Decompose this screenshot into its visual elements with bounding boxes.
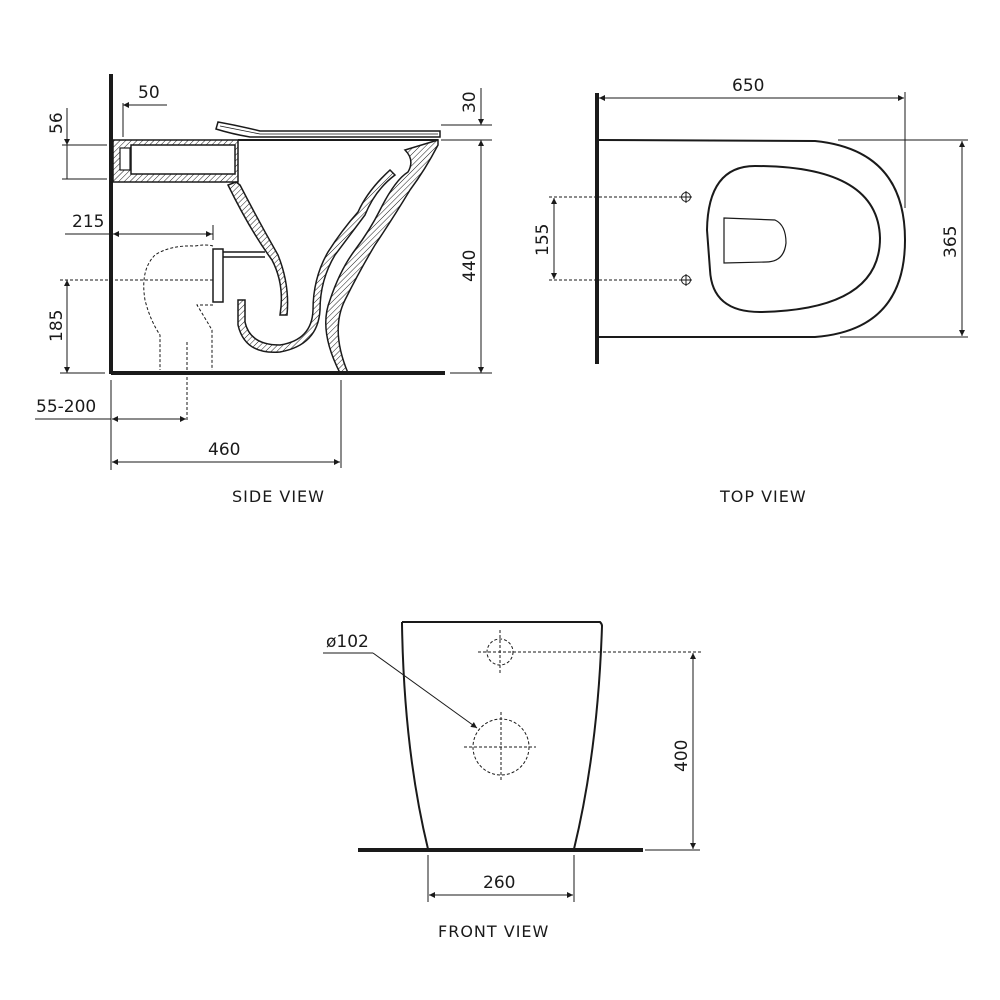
dim-400: 400 xyxy=(672,740,692,772)
side-view xyxy=(60,74,445,420)
front-view-dimensions xyxy=(323,652,700,902)
front-shell xyxy=(325,138,439,374)
dim-56: 56 xyxy=(47,112,67,134)
dim-185: 185 xyxy=(47,310,67,342)
front-view xyxy=(358,621,702,852)
front-view-title: FRONT VIEW xyxy=(438,922,549,941)
front-body-outline xyxy=(401,621,604,850)
seat-outline xyxy=(215,121,441,138)
fixing-hole-lower xyxy=(680,274,692,286)
dim-365: 365 xyxy=(941,226,961,258)
dim-440: 440 xyxy=(460,250,480,282)
dim-30: 30 xyxy=(460,91,480,113)
outlet-spigot xyxy=(212,248,224,303)
side-view-title: SIDE VIEW xyxy=(232,487,325,506)
fixing-hole-upper xyxy=(680,191,692,203)
dim-55-200: 55-200 xyxy=(36,397,96,417)
dim-650: 650 xyxy=(732,76,764,96)
dim-50: 50 xyxy=(138,83,160,103)
waterway-outline xyxy=(723,217,787,264)
top-view-dimensions xyxy=(551,92,968,338)
bowl-outline xyxy=(705,164,882,314)
outlet-circle-dashed xyxy=(464,712,536,782)
dim-outlet-diameter: ø102 xyxy=(326,632,369,652)
dim-215: 215 xyxy=(72,212,104,232)
side-view-dimensions xyxy=(35,88,492,470)
pan-collar-dashed xyxy=(143,244,214,370)
dim-460: 460 xyxy=(208,440,240,460)
pan-outline xyxy=(598,139,907,338)
dim-260: 260 xyxy=(483,873,515,893)
top-view-title: TOP VIEW xyxy=(719,487,807,506)
trap-outline xyxy=(226,181,289,316)
top-view xyxy=(549,93,907,364)
dim-155: 155 xyxy=(533,224,553,256)
